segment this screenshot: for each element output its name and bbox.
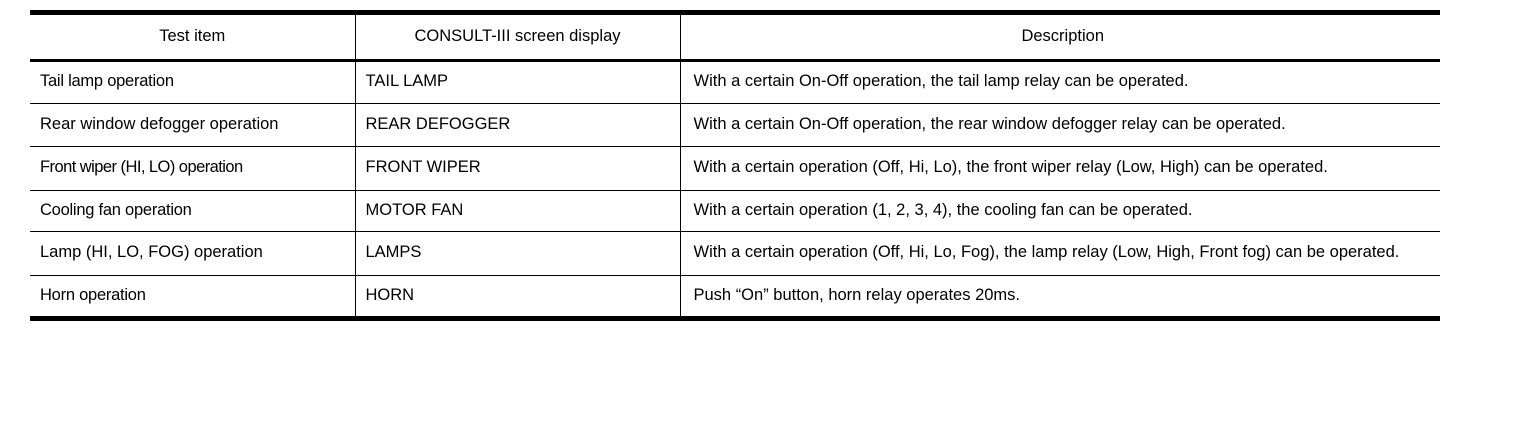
test-item-label: Front wiper (HI, LO) operation [40, 158, 243, 177]
cell-description: Push “On” button, horn relay operates 20… [680, 274, 1440, 321]
cell-screen-display: FRONT WIPER [355, 146, 681, 191]
table-row: Rear window defogger operation REAR DEFO… [30, 102, 1440, 148]
column-header-description: Description [680, 9, 1440, 63]
cell-screen-display: MOTOR FAN [355, 189, 681, 233]
cell-test-item: Tail lamp operation [30, 60, 356, 104]
consult-iii-active-test-item-table: Test item CONSULT-III screen display Des… [30, 9, 1440, 321]
table-row: Cooling fan operation MOTOR FAN With a c… [30, 189, 1440, 233]
cell-test-item: Front wiper (HI, LO) operation [30, 146, 356, 191]
cell-test-item: Horn operation [30, 274, 356, 321]
cell-description: With a certain operation (Off, Hi, Lo), … [680, 146, 1440, 191]
cell-description: With a certain On-Off operation, the rea… [680, 102, 1440, 148]
table-header: Test item CONSULT-III screen display Des… [30, 9, 1440, 63]
cell-test-item: Cooling fan operation [30, 189, 356, 233]
test-item-label: Tail lamp operation [40, 72, 174, 91]
cell-description: With a certain operation (Off, Hi, Lo, F… [680, 231, 1440, 276]
table-row: Tail lamp operation TAIL LAMP With a cer… [30, 60, 1440, 104]
table-container: Test item CONSULT-III screen display Des… [30, 9, 1440, 321]
cell-description: With a certain On-Off operation, the tai… [680, 60, 1440, 104]
cell-screen-display: LAMPS [355, 231, 681, 276]
cell-screen-display: HORN [355, 274, 681, 321]
test-item-label: Horn operation [40, 285, 146, 304]
table-body: Tail lamp operation TAIL LAMP With a cer… [30, 60, 1440, 321]
cell-description: With a certain operation (1, 2, 3, 4), t… [680, 189, 1440, 233]
cell-screen-display: TAIL LAMP [355, 60, 681, 104]
header-row: Test item CONSULT-III screen display Des… [30, 9, 1440, 63]
cell-test-item: Lamp (HI, LO, FOG) operation [30, 231, 356, 276]
cell-screen-display: REAR DEFOGGER [355, 102, 681, 148]
column-header-test-item: Test item [30, 9, 356, 63]
column-header-screen-display: CONSULT-III screen display [355, 9, 681, 63]
cell-test-item: Rear window defogger operation [30, 102, 356, 148]
table-row: Front wiper (HI, LO) operation FRONT WIP… [30, 146, 1440, 191]
test-item-label: Cooling fan operation [40, 200, 192, 219]
table-row: Horn operation HORN Push “On” button, ho… [30, 274, 1440, 321]
table-row: Lamp (HI, LO, FOG) operation LAMPS With … [30, 231, 1440, 276]
